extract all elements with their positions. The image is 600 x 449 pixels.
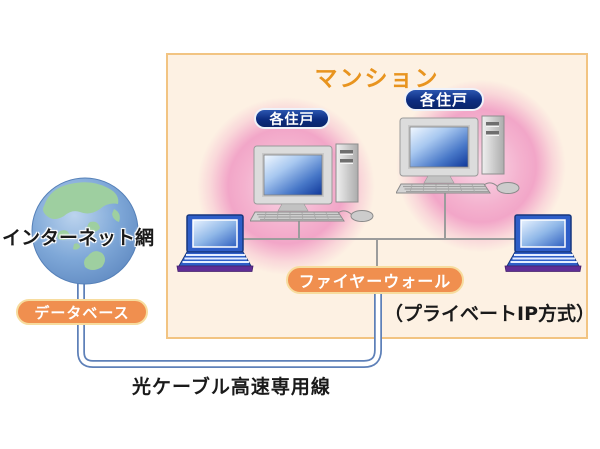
unit-badge-right: 各住戸 <box>404 88 484 111</box>
lan-drop-right-pc <box>444 191 446 240</box>
unit-badge-left: 各住戸 <box>254 108 330 129</box>
mansion-title: マンション <box>314 66 440 92</box>
fiber-cable-label: 光ケーブル高速専用線 <box>132 376 331 398</box>
private-ip-note: （プライベートIP方式） <box>384 303 595 325</box>
database-badge: データベース <box>16 299 148 325</box>
laptop-icon <box>176 214 254 272</box>
lan-drop-firewall <box>376 239 378 268</box>
desktop-computer-icon <box>396 114 520 194</box>
firewall-badge: ファイヤーウォール <box>286 266 464 294</box>
desktop-computer-icon <box>250 142 374 222</box>
laptop-icon <box>504 214 582 272</box>
internet-label: インターネット網 <box>2 227 155 249</box>
